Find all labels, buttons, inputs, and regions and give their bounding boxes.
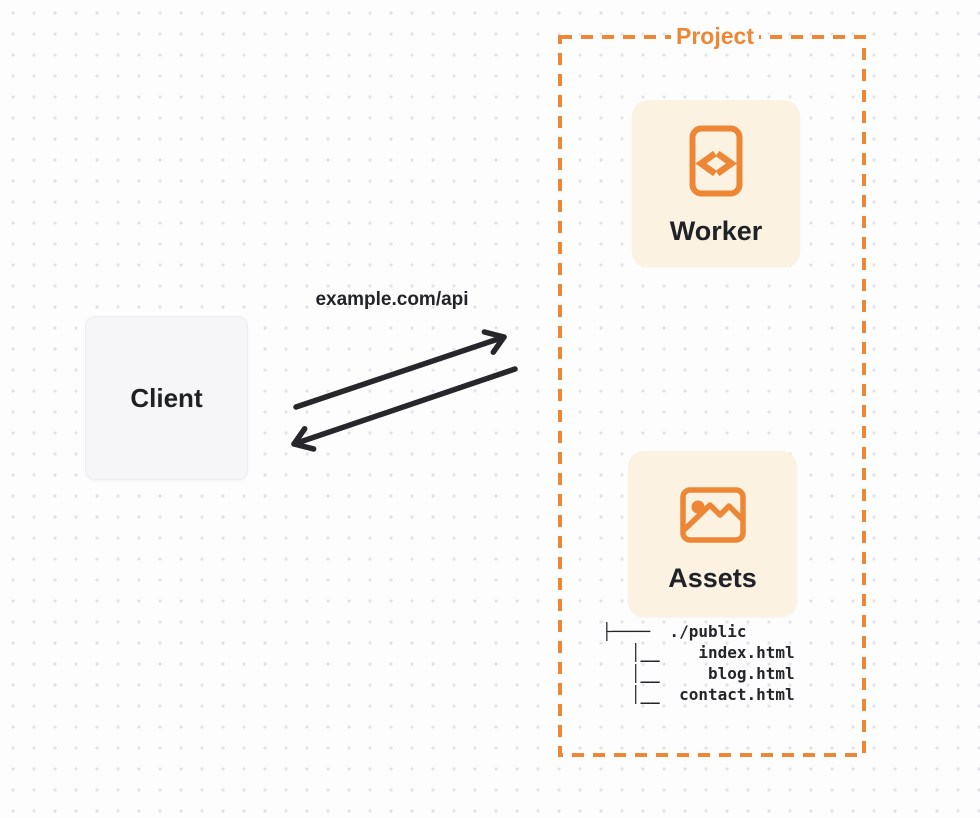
request-arrow [293, 329, 507, 410]
project-title: Project [671, 22, 759, 50]
worker-label: Worker [669, 216, 763, 246]
project-group: Project Worker Assets ├──── ./public │__… [558, 22, 864, 757]
client-node: Client [85, 316, 248, 480]
request-url-label: example.com/api [315, 289, 469, 310]
assets-node: Assets [628, 451, 797, 617]
image-icon [679, 487, 746, 543]
client-label: Client [130, 382, 203, 413]
file-tree: ├──── ./public │__ index.html │__ blog.h… [602, 622, 795, 704]
response-arrow [291, 366, 518, 452]
assets-label: Assets [668, 563, 757, 593]
worker-node: Worker [632, 100, 800, 267]
code-document-icon [689, 125, 743, 197]
